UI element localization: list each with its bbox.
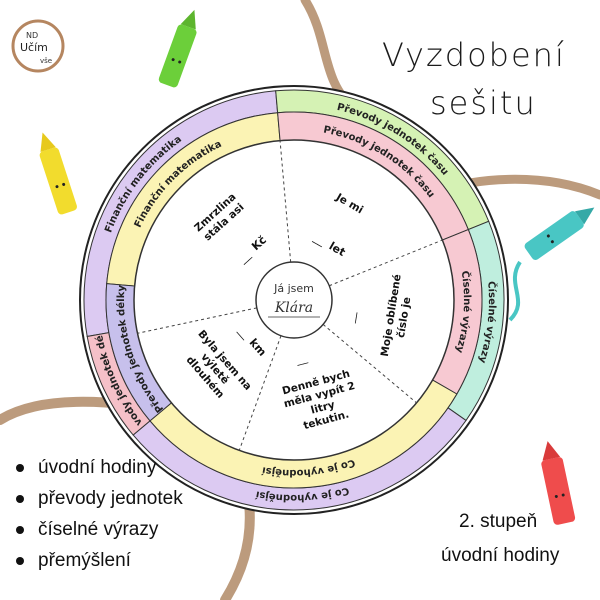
sector-divider (329, 239, 443, 287)
topic-list-item: číselné výrazy (16, 514, 183, 545)
logo-text: Učím (20, 41, 48, 54)
lesson-type-label: úvodní hodiny (441, 545, 560, 566)
teal-crayon-icon (524, 207, 595, 260)
page-title-line1: Vyzdobení (382, 36, 566, 74)
topic-list-item: převody jednotek (16, 483, 183, 514)
red-crayon-icon (541, 441, 576, 525)
topic-list: úvodní hodiny převody jednotek číselné v… (16, 452, 183, 576)
sector-divider (279, 140, 292, 263)
sector-divider (238, 335, 282, 451)
brand-logo: ND Učím vše (11, 19, 65, 73)
topic-list-item: úvodní hodiny (16, 452, 183, 483)
topic-list-item: přemýšlení (16, 545, 183, 576)
logo-subtext: ND (26, 31, 38, 40)
sector-answer: __ (293, 351, 308, 367)
sector-answer: __ (343, 310, 358, 324)
answer-blank: __ (343, 310, 358, 324)
center-label: Já jsem (273, 282, 314, 295)
grade-label: 2. stupeň (459, 511, 538, 532)
center-circle (255, 261, 333, 339)
center-name: Klára (274, 300, 313, 316)
sector-divider (322, 324, 417, 404)
page-title-line2: sešitu (430, 84, 537, 122)
sector-divider (137, 307, 257, 334)
logo-small-text: vše (40, 57, 52, 65)
green-crayon-icon (158, 9, 197, 88)
yellow-crayon-icon (39, 132, 77, 215)
answer-blank: __ (293, 351, 308, 367)
